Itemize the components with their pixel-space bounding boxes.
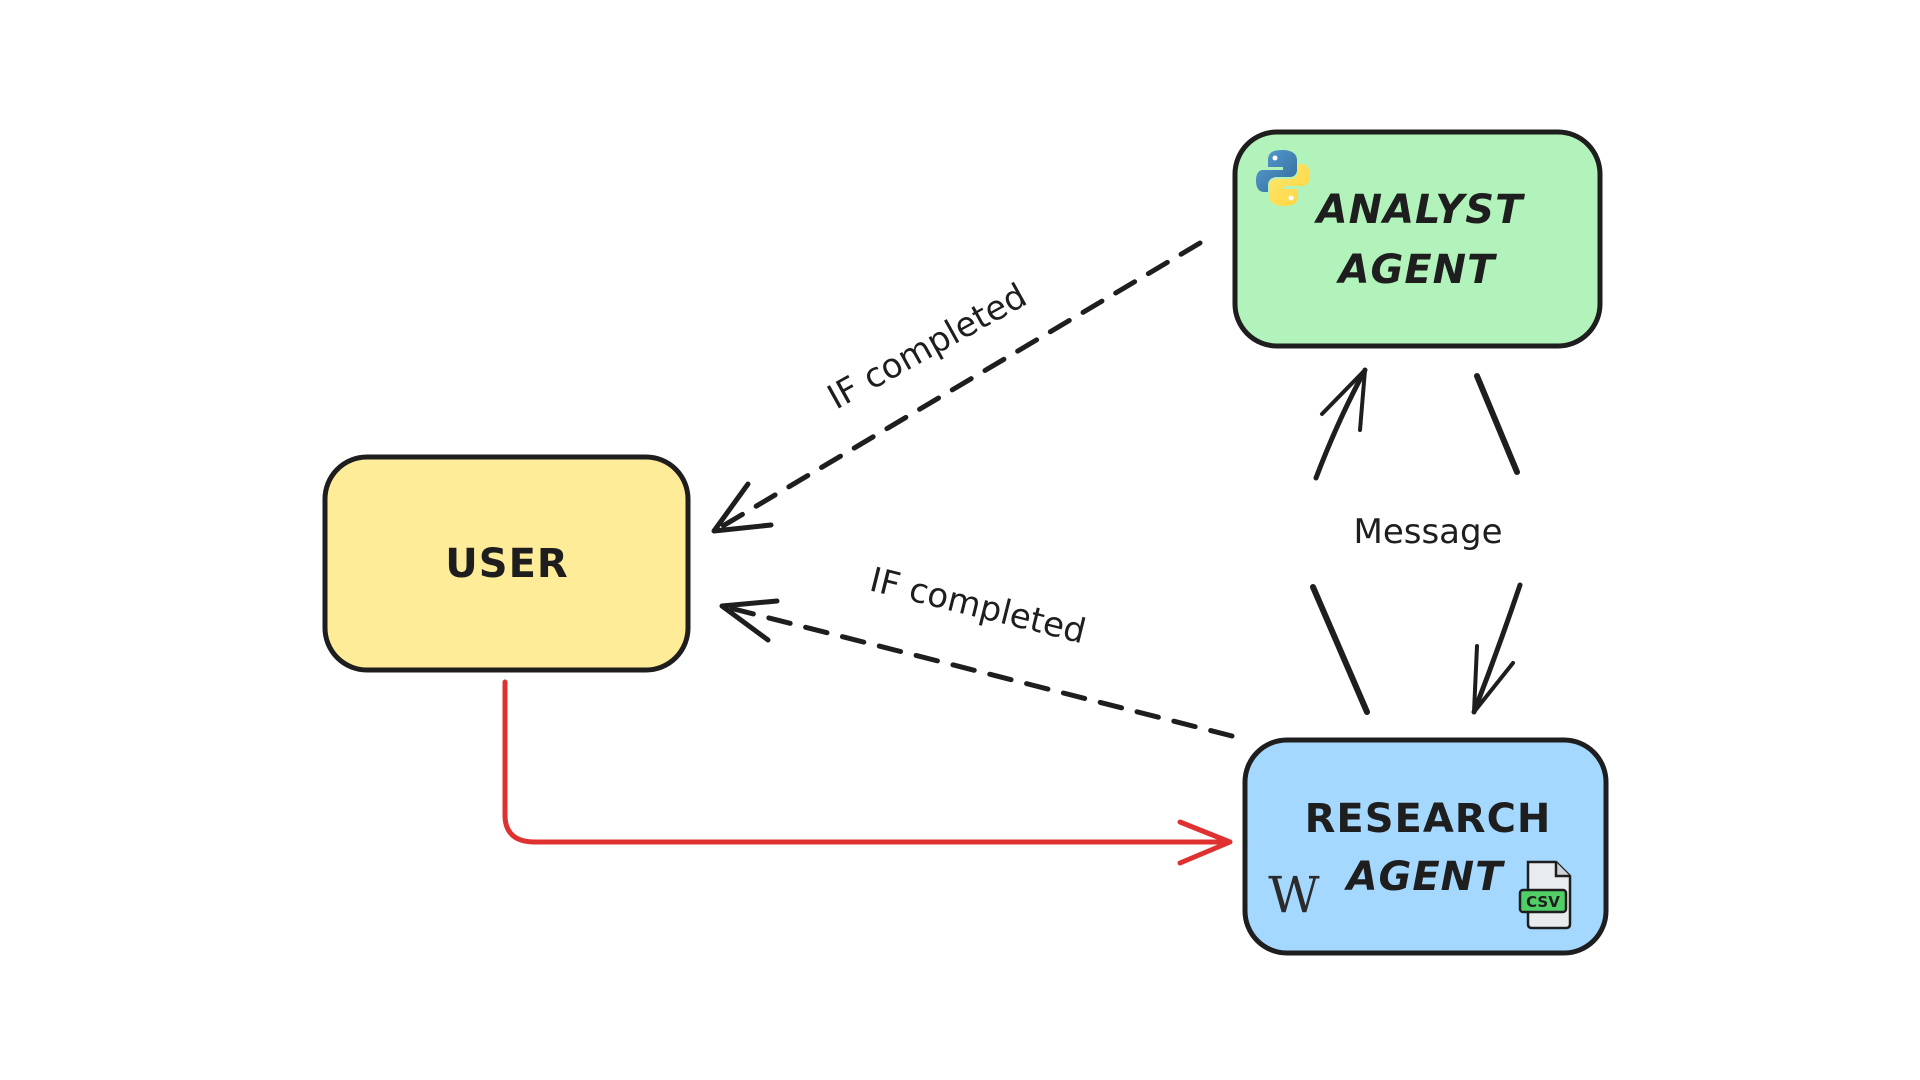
analyst-label-line2: AGENT	[1336, 247, 1498, 293]
message-down-line	[1471, 582, 1523, 715]
arrowhead-icon	[719, 598, 780, 643]
message-up-line	[1313, 367, 1368, 481]
edge-message[interactable]: Message	[1310, 367, 1523, 715]
arrowhead-icon	[1320, 368, 1367, 432]
user-node[interactable]: USER	[322, 454, 691, 673]
research-label-line1: RESEARCH	[1305, 796, 1552, 842]
edge-label-message: Message	[1353, 512, 1502, 552]
user-box	[322, 454, 691, 673]
arrowhead-icon	[1472, 644, 1515, 714]
analyst-label-line1: ANALYST	[1314, 187, 1525, 233]
python-logo-icon	[1256, 150, 1310, 206]
edge-user-to-research[interactable]	[502, 679, 1233, 866]
edge-label-research-to-user: IF completed	[866, 560, 1090, 652]
edge-analyst-to-user[interactable]: IF completed	[711, 240, 1203, 534]
message-line-segment	[1474, 373, 1520, 475]
dashed-line	[727, 605, 1235, 739]
csv-icon-text: CSV	[1526, 893, 1560, 911]
edge-label-analyst-to-user: IF completed	[821, 276, 1034, 418]
wikipedia-icon: W	[1268, 866, 1320, 924]
dashed-line	[713, 240, 1203, 533]
arrowhead-icon	[1177, 819, 1233, 866]
research-label-line2: AGENT	[1344, 854, 1506, 900]
red-connector-line	[502, 679, 1231, 845]
research-box	[1242, 737, 1609, 956]
csv-file-icon: CSV	[1518, 860, 1572, 930]
analyst-box	[1232, 129, 1603, 349]
user-label: USER	[445, 541, 568, 587]
message-line-segment	[1310, 584, 1370, 715]
edge-research-to-user[interactable]: IF completed	[719, 560, 1235, 739]
arrowhead-icon	[711, 481, 774, 534]
analyst-agent-node[interactable]: ANALYST AGENT	[1232, 129, 1603, 349]
research-agent-node[interactable]: RESEARCH AGENT W CSV	[1242, 737, 1609, 956]
